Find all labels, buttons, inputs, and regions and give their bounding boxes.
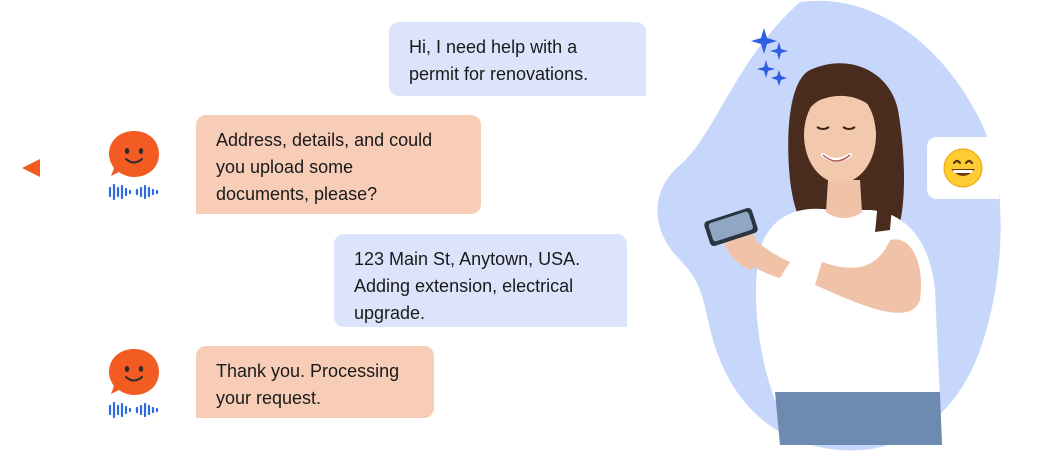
message-line: Thank you. Processing (216, 361, 400, 381)
message-line: your request. (216, 388, 322, 408)
hero-illustration (657, 0, 1001, 451)
message-line: Address, details, and could (216, 130, 433, 150)
message-line: documents, please? (216, 184, 378, 204)
user-message-bubble: 123 Main St, Anytown, USA. Adding extens… (334, 234, 627, 327)
chat-bubble-face-icon (109, 131, 159, 177)
grinning-face-icon (943, 148, 983, 188)
message-line: Adding extension, electrical (354, 276, 574, 296)
sound-wave-icon (108, 401, 159, 419)
sound-wave-icon (108, 183, 159, 201)
message-line: upgrade. (354, 303, 426, 323)
message-line: you upload some (216, 157, 354, 177)
bot-message-bubble: Thank you. Processing your request. (196, 346, 434, 418)
chat-bubble-face-icon (109, 349, 159, 395)
back-arrow-icon[interactable] (20, 156, 42, 180)
user-message-bubble: Hi, I need help with a permit for renova… (389, 22, 646, 96)
bot-avatar-icon (108, 349, 159, 419)
message-line: permit for renovations. (409, 64, 589, 84)
bot-avatar-icon (108, 131, 159, 201)
message-line: 123 Main St, Anytown, USA. (354, 249, 581, 269)
message-line: Hi, I need help with a (409, 37, 578, 57)
woman-figure (704, 63, 942, 445)
emoji-card (927, 137, 999, 199)
sparkle-icon (751, 28, 788, 86)
bot-message-bubble: Address, details, and could you upload s… (196, 115, 481, 214)
